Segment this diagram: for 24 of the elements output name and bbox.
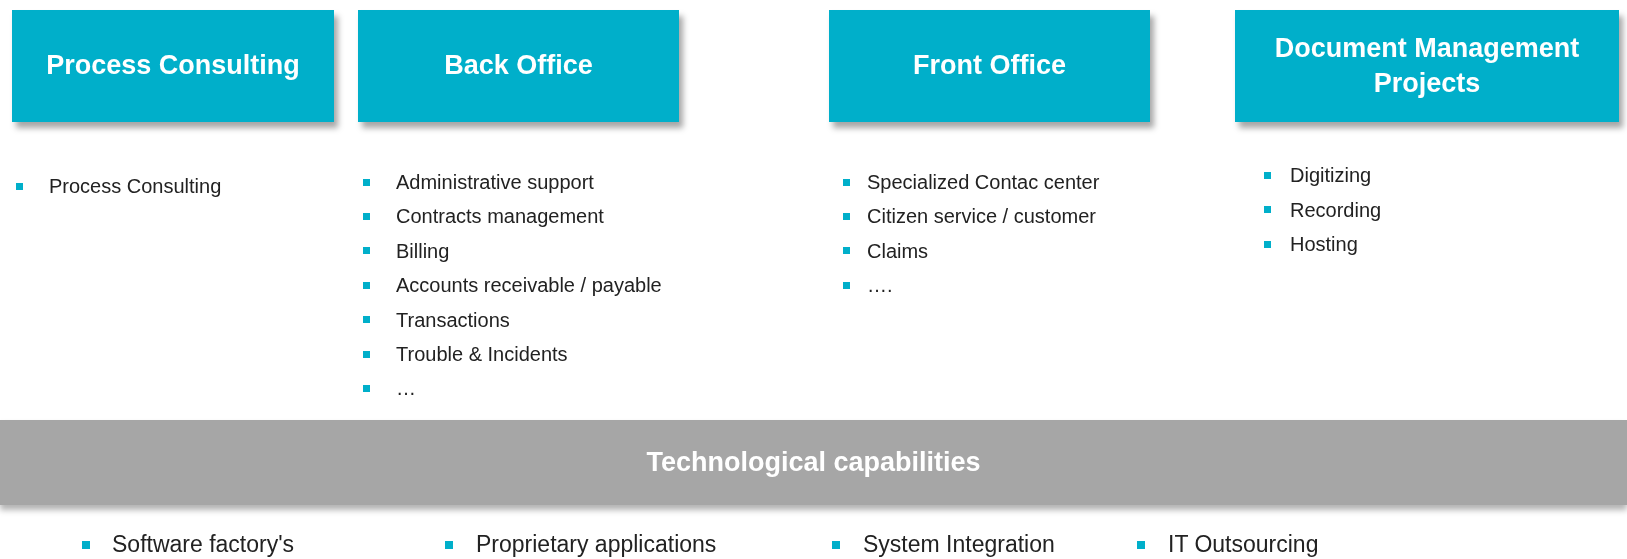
list-item: Recording (1290, 199, 1382, 220)
list-item: IT Outsourcing (1168, 532, 1319, 556)
list-item: Digitizing (1290, 165, 1372, 185)
list-item: Proprietary applications (476, 532, 717, 556)
list-item: Hosting (1290, 234, 1358, 255)
list-item: Specialized Contac center (867, 172, 1100, 192)
list-item: Transactions (396, 309, 510, 330)
category-header: Back Office (358, 10, 679, 122)
list-item: Claims (867, 240, 929, 261)
list-item: … (396, 378, 416, 399)
list-item: System Integration (863, 532, 1055, 556)
category-header: Document Management Projects (1235, 10, 1619, 122)
category-header: Front Office (829, 10, 1150, 122)
list-item: Citizen service / customer (867, 206, 1096, 227)
list-item: Software factory's (112, 532, 295, 556)
list-item: …. (867, 275, 893, 296)
list-item: Accounts receivable / payable (396, 275, 662, 296)
category-header: Process Consulting (12, 10, 334, 122)
list-item: Administrative support (396, 172, 594, 192)
section-band: Technological capabilities (0, 420, 1627, 505)
list-item: Process Consulting (49, 176, 222, 196)
list-item: Contracts management (396, 206, 604, 227)
list-item: Trouble & Incidents (396, 344, 568, 364)
list-item: Billing (396, 240, 450, 261)
